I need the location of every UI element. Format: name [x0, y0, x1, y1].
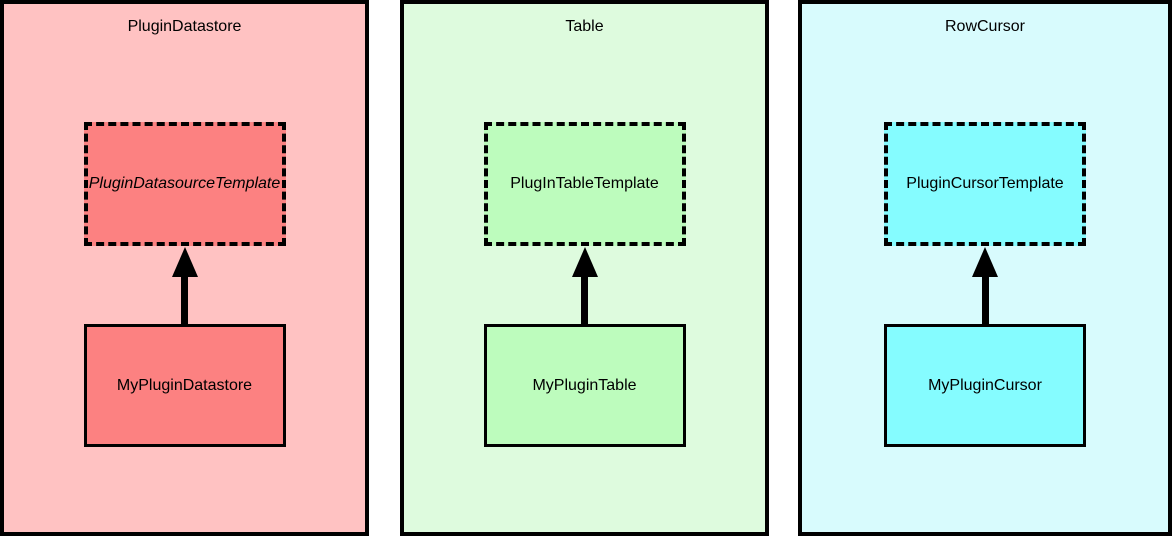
panel-plugindatastore: PluginDatastore PluginDatasourceTemplate… — [0, 0, 369, 536]
arrow-shaft — [581, 277, 588, 325]
template-box-plugintabletemplate: PlugInTableTemplate — [483, 122, 686, 246]
class-box-myplugintable: MyPluginTable — [483, 324, 686, 447]
class-box-myplugincursor: MyPluginCursor — [884, 324, 1086, 447]
arrow-shaft — [981, 277, 989, 325]
template-box-plugincursortemplate: PluginCursorTemplate — [884, 122, 1086, 246]
arrow-head-icon — [972, 247, 998, 277]
inheritance-arrow — [171, 247, 198, 325]
inheritance-arrow — [972, 247, 998, 325]
template-box-label: PluginDatasourceTemplate — [88, 175, 281, 192]
arrow-head-icon — [571, 247, 598, 277]
panel-title: RowCursor — [944, 18, 1025, 35]
class-box-label: MyPluginCursor — [928, 376, 1042, 394]
arrow-head-icon — [171, 247, 198, 277]
class-box-label: MyPluginDatastore — [116, 376, 253, 394]
panel-title: PluginDatastore — [127, 18, 242, 35]
panel-table: Table PlugInTableTemplate MyPluginTable — [400, 0, 769, 536]
class-box-label: MyPluginTable — [532, 376, 637, 394]
panel-rowcursor: RowCursor PluginCursorTemplate MyPluginC… — [798, 0, 1172, 536]
template-box-plugindatasourcetemplate: PluginDatasourceTemplate — [83, 122, 286, 246]
template-box-label: PlugInTableTemplate — [510, 175, 659, 192]
arrow-shaft — [181, 277, 188, 325]
panel-title: Table — [565, 18, 604, 35]
class-box-myplugindatastore: MyPluginDatastore — [83, 324, 286, 447]
template-box-label: PluginCursorTemplate — [906, 175, 1064, 192]
inheritance-arrow — [571, 247, 598, 325]
